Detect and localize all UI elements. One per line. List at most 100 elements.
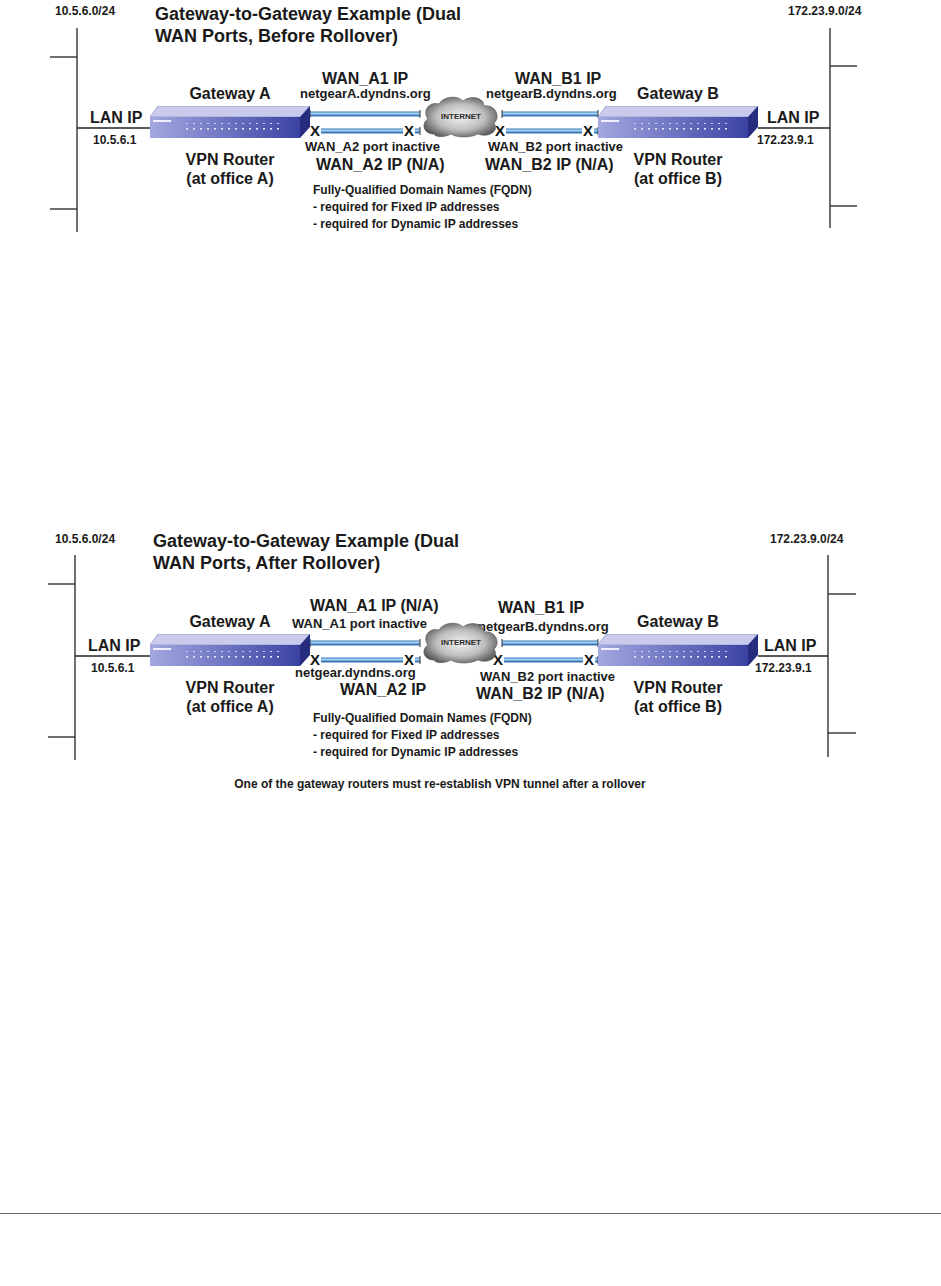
device-led (228, 656, 230, 658)
inactive-mark: X (494, 122, 506, 140)
device-led (256, 128, 258, 130)
device-top (150, 106, 310, 117)
device-led (676, 128, 678, 130)
device-led (270, 656, 272, 658)
device-port (221, 123, 223, 124)
device-led (277, 128, 279, 130)
device-led (200, 128, 202, 130)
device-led (725, 128, 727, 130)
device-port (676, 651, 678, 652)
device-led (697, 656, 699, 658)
cloud-label: INTERNET (441, 638, 481, 647)
router-description: VPN Router (at office B) (628, 150, 728, 188)
text-label: LAN IP (90, 108, 142, 127)
inactive-mark: X (403, 122, 415, 140)
device-front (150, 117, 300, 138)
device-led (263, 656, 265, 658)
device-port (634, 651, 636, 652)
gateway-name: Gateway B (598, 612, 758, 632)
text-label: WAN_A2 IP (N/A) (316, 155, 445, 174)
device-port (641, 123, 643, 124)
device-port (277, 651, 279, 652)
inactive-mark: X (309, 122, 321, 140)
device-port (634, 123, 636, 124)
cloud-outline (424, 623, 497, 663)
device-port (676, 123, 678, 124)
device-led (249, 656, 251, 658)
device-led (683, 656, 685, 658)
device-front (598, 117, 748, 138)
vpn-router-node: Gateway BVPN Router (at office B) (598, 84, 758, 188)
wan-link-inner (310, 642, 420, 644)
text-label: WAN_A1 IP (N/A) (310, 596, 439, 615)
text-label: netgearB.dyndns.org (486, 86, 617, 102)
device-top (598, 106, 758, 117)
device-port (263, 123, 265, 124)
device-badge (601, 120, 619, 122)
device-port (662, 123, 664, 124)
text-label: WAN_A1 IP (322, 69, 408, 88)
device-side (300, 634, 310, 666)
text-label: WAN_A1 port inactive (292, 616, 427, 632)
text-label: WAN_B2 IP (N/A) (476, 684, 605, 703)
device-port (669, 123, 671, 124)
device-led (662, 656, 664, 658)
wan-link-outer (502, 112, 598, 117)
device-port (641, 651, 643, 652)
device-port (697, 651, 699, 652)
device-led (634, 128, 636, 130)
device-badge (153, 648, 171, 650)
cloud-label-holder: INTERNET (420, 620, 502, 664)
vpn-router-node: Gateway AVPN Router (at office A) (150, 612, 310, 716)
device-led (655, 656, 657, 658)
wan-link (502, 110, 598, 118)
device-port (200, 123, 202, 124)
inactive-mark: X (583, 651, 595, 669)
device-led (648, 128, 650, 130)
device-port (249, 123, 251, 124)
device-led (242, 128, 244, 130)
device-port (662, 651, 664, 652)
wan-link-end (420, 110, 421, 118)
device-led (641, 128, 643, 130)
wan-link-end (420, 639, 421, 647)
device-led (711, 128, 713, 130)
device-port (207, 651, 209, 652)
device-side (748, 106, 758, 138)
text-label: WAN_B1 IP (498, 598, 584, 617)
text-label: 10.5.6.1 (91, 661, 134, 675)
text-label: netgearB.dyndns.org (478, 619, 609, 635)
device-port (214, 123, 216, 124)
device-port (718, 123, 720, 124)
device-led (256, 656, 258, 658)
device-led (277, 656, 279, 658)
device-port (697, 123, 699, 124)
router-description: VPN Router (at office A) (180, 150, 280, 188)
router-device (598, 634, 758, 666)
text-label: Fully-Qualified Domain Names (FQDN) (313, 711, 532, 725)
gateway-name: Gateway A (150, 612, 310, 632)
device-port (711, 651, 713, 652)
device-led (193, 128, 195, 130)
device-port (228, 123, 230, 124)
device-led (186, 128, 188, 130)
device-led (669, 656, 671, 658)
text-label: - required for Fixed IP addresses (313, 728, 500, 742)
wan-link (502, 639, 598, 647)
cloud-outline (424, 97, 497, 137)
device-led (214, 128, 216, 130)
wan-link-inner (310, 113, 420, 115)
text-label: - required for Dynamic IP addresses (313, 217, 518, 231)
device-led (207, 656, 209, 658)
wan-link-inner (502, 113, 598, 115)
router-device (150, 634, 310, 666)
device-led (718, 656, 720, 658)
wan-link (310, 110, 420, 118)
text-label: 172.23.9.1 (757, 133, 814, 147)
cloud-label-holder: INTERNET (420, 94, 502, 138)
device-led (676, 656, 678, 658)
device-port (193, 123, 195, 124)
device-badge (601, 648, 619, 650)
device-led (655, 128, 657, 130)
device-led (263, 128, 265, 130)
